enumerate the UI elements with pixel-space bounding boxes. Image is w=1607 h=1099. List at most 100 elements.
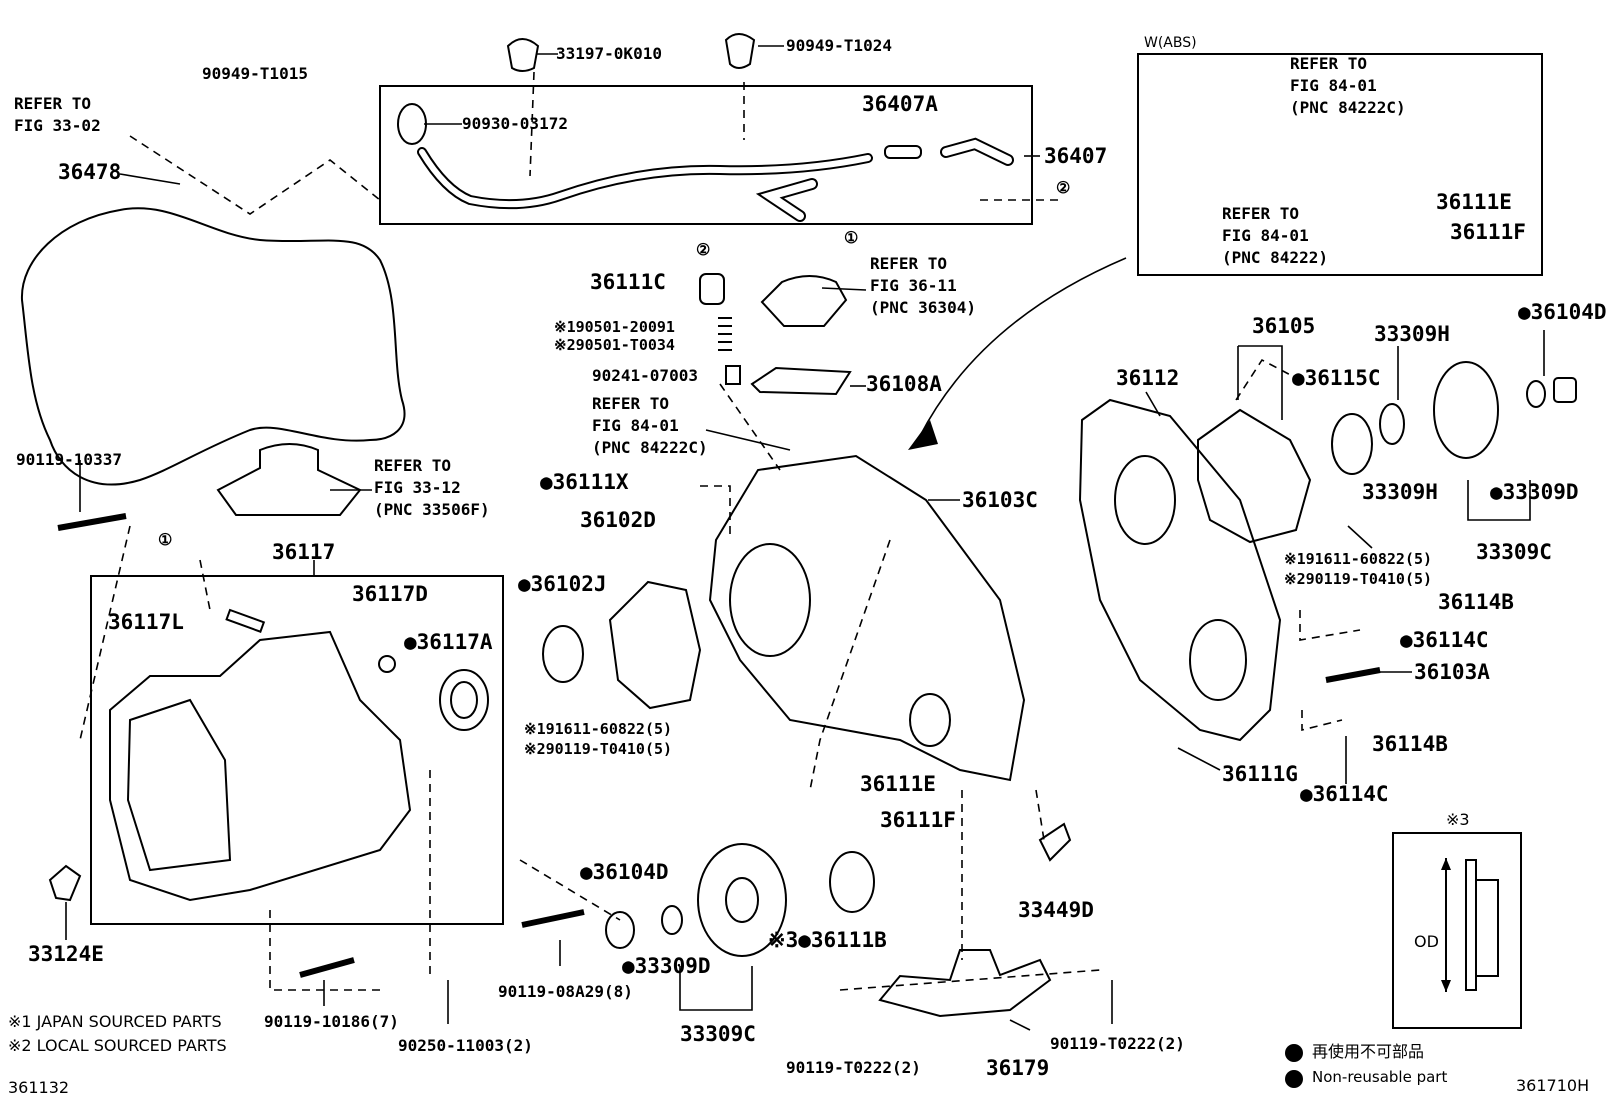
bracket-33124e (48, 864, 82, 902)
hose-elbow-2-inner (942, 139, 1012, 164)
abs-arrow-line (919, 257, 1127, 437)
leader-dashed-17 (1301, 710, 1343, 732)
label-36115c: ●36115C (1292, 366, 1381, 390)
label-90119-08a29: 90119-08A29(8) (498, 982, 633, 1001)
label-36108a: 36108A (866, 372, 942, 396)
hose-joint-36407a (884, 145, 922, 159)
bolt-36103a (1325, 667, 1381, 683)
label-90119-t0222-left: 90119-T0222(2) (786, 1058, 921, 1077)
label-refer-3611-b: FIG 36-11 (870, 276, 957, 295)
circled-2-b: ② (696, 240, 711, 259)
abs-box-title: W(ABS) (1144, 35, 1197, 51)
label-33309d-bottom: ●33309D (622, 954, 711, 978)
case-36112-lower-bore (1189, 619, 1247, 701)
abs-refer2-a: REFER TO (1222, 204, 1300, 223)
retainer-36105 (1197, 408, 1312, 544)
bracket-36179 (878, 949, 1052, 1018)
leader-dashed-12 (809, 539, 891, 791)
label-290119-a: ※290119-T0410(5) (524, 740, 673, 758)
washer-33309d-right (1526, 380, 1546, 408)
abs-refer2-c: (PNC 84222) (1222, 248, 1328, 267)
label-33309d-right: ●33309D (1490, 480, 1579, 504)
leader-dashed-16 (1299, 610, 1361, 641)
label-90119-t0222-right: 90119-T0222(2) (1050, 1034, 1185, 1053)
label-36111b: ※3●36111B (768, 928, 887, 952)
footnote-1: ※1 JAPAN SOURCED PARTS (8, 1012, 222, 1031)
flange-33309c-bottom-hub (725, 877, 759, 923)
label-33197: 33197-0K010 (556, 44, 662, 63)
label-290501: ※290501-T0034 (554, 336, 675, 354)
case-36117 (109, 630, 412, 902)
leader-20 (1237, 345, 1283, 420)
label-90241: 90241-07003 (592, 366, 698, 385)
hose-elbow-1-inner (760, 180, 816, 220)
od-arrow-top (1441, 858, 1451, 870)
label-90949-t1015: 90949-T1015 (202, 64, 308, 83)
abs-label-36111e: 36111E (1436, 190, 1512, 214)
label-190501: ※190501-20091 (554, 318, 675, 336)
retainer-36102d (608, 580, 702, 710)
seal-36111b (829, 851, 875, 913)
label-36114b-top: 36114B (1438, 590, 1514, 614)
label-36103a: 36103A (1414, 660, 1490, 684)
label-36179: 36179 (986, 1056, 1050, 1080)
label-36111g: 36111G (1222, 762, 1298, 786)
cover-36304 (760, 275, 848, 327)
seal-36117a-inner (450, 681, 478, 719)
case-36112-upper-bore (1114, 455, 1176, 545)
label-36117a: ●36117A (404, 630, 493, 654)
plug-90241 (725, 365, 741, 385)
leader-dashed-10 (269, 910, 380, 991)
label-33309c-bottom: 33309C (680, 1022, 756, 1046)
plug-36111c (699, 273, 725, 305)
label-33124e: 33124E (28, 942, 104, 966)
label-36111c: 36111C (590, 270, 666, 294)
abs-variant-box (1137, 53, 1543, 276)
abs-refer1-b: FIG 84-01 (1290, 76, 1377, 95)
label-refer-8401-c: (PNC 84222C) (592, 438, 708, 457)
clip-33197 (506, 38, 540, 72)
bolt-90119-10337 (57, 513, 127, 531)
label-33309h-bottom: 33309H (1362, 480, 1438, 504)
label-refer-3312-b: FIG 33-12 (374, 478, 461, 497)
legend-dot-1 (1285, 1044, 1303, 1062)
leader-25 (1347, 525, 1373, 549)
hose-main-inner (419, 149, 871, 208)
seal-36117a (439, 669, 489, 731)
leader-28 (1177, 747, 1221, 771)
nut-36104d-right (1553, 377, 1577, 403)
legend-dot-2 (1285, 1070, 1303, 1088)
label-36102d: 36102D (580, 508, 656, 532)
label-36114c-top: ●36114C (1400, 628, 1489, 652)
flange-33309c-right (1433, 361, 1499, 459)
bolt-90119-08a29 (521, 909, 585, 928)
label-refer-3312-c: (PNC 33506F) (374, 500, 490, 519)
case-36117-inner (126, 698, 232, 872)
label-90949-t1024: 90949-T1024 (786, 36, 892, 55)
label-191611-b: ※191611-60822(5) (1284, 550, 1433, 568)
case-36103c-bore (729, 543, 811, 657)
breather-plug (397, 103, 427, 145)
label-290119-b: ※290119-T0410(5) (1284, 570, 1433, 588)
legend-nonreusable-jp: 再使用不可部品 (1312, 1042, 1425, 1061)
spring-190501 (718, 317, 732, 351)
leader-17 (679, 966, 753, 1011)
label-36104d-bottom: ●36104D (580, 860, 669, 884)
leader-dashed-15 (1035, 789, 1045, 841)
label-refer-3302-b: FIG 33-02 (14, 116, 101, 135)
label-refer-3312-a: REFER TO (374, 456, 452, 475)
legend-od-label: OD (1414, 932, 1439, 951)
clip-90949-t1024 (724, 33, 756, 69)
leader-dashed-6 (719, 383, 781, 471)
footnote-2: ※2 LOCAL SOURCED PARTS (8, 1036, 227, 1055)
leader-12 (821, 287, 867, 291)
label-36111f: 36111F (880, 808, 956, 832)
case-36112 (1078, 398, 1282, 742)
hose-main (417, 147, 873, 210)
leader-5 (119, 173, 181, 185)
cover-33506f (216, 443, 362, 516)
abs-arrow-head (908, 420, 938, 450)
label-36102j: ●36102J (518, 572, 607, 596)
bracket-33449d (1038, 822, 1072, 862)
leader-dashed-14 (839, 969, 1101, 991)
